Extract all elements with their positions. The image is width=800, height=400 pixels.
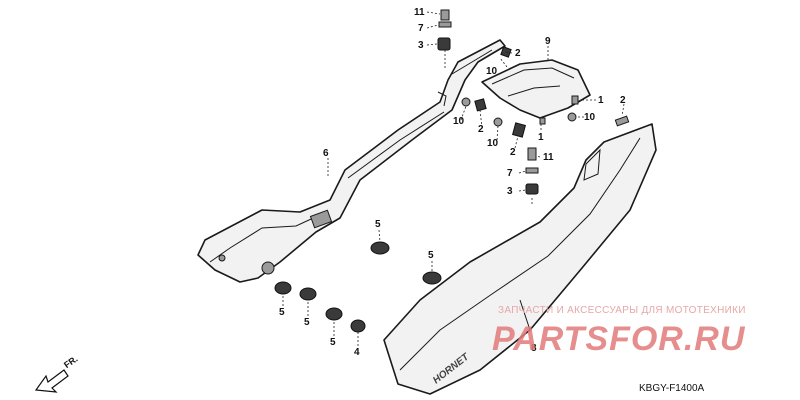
- callout-2: 2: [510, 147, 516, 158]
- fasteners: [274, 9, 630, 333]
- callout-2: 2: [515, 48, 521, 59]
- callout-7: 7: [418, 23, 424, 34]
- callout-1: 1: [538, 132, 544, 143]
- center-piece-part-9: [481, 59, 591, 119]
- callout-10: 10: [453, 116, 465, 127]
- callout-7: 7: [507, 168, 513, 179]
- leader-lines: [282, 11, 625, 346]
- callout-5: 5: [428, 250, 434, 261]
- callout-8: 8: [531, 343, 537, 354]
- callout-9: 9: [545, 36, 551, 47]
- callout-10: 10: [584, 112, 596, 123]
- callout-3: 3: [507, 186, 513, 197]
- callouts: 11 7 3 9 10 2 1 2 10 10 2 1 10 2 6 11 7 …: [279, 7, 626, 358]
- callout-3: 3: [418, 40, 424, 51]
- callout-1: 1: [598, 95, 604, 106]
- callout-2: 2: [620, 95, 626, 106]
- diagram-code: KBGY-F1400A: [639, 383, 705, 394]
- callout-5: 5: [304, 317, 310, 328]
- callout-10: 10: [487, 138, 499, 149]
- callout-10: 10: [486, 66, 498, 77]
- watermark-tagline: ЗАПЧАСТИ И АКСЕССУАРЫ ДЛЯ МОТОТЕХНИКИ: [498, 305, 746, 316]
- callout-6: 6: [323, 148, 329, 159]
- callout-11: 11: [414, 7, 425, 18]
- inner-cover-part-6: [197, 39, 506, 283]
- callout-2: 2: [478, 124, 484, 135]
- callout-5: 5: [279, 307, 285, 318]
- callout-11: 11: [543, 152, 554, 163]
- callout-4: 4: [354, 347, 360, 358]
- front-arrow-icon: [34, 369, 69, 393]
- callout-5: 5: [330, 337, 336, 348]
- callout-5: 5: [375, 219, 381, 230]
- watermark-logo: PARTSFOR.RU: [492, 320, 746, 358]
